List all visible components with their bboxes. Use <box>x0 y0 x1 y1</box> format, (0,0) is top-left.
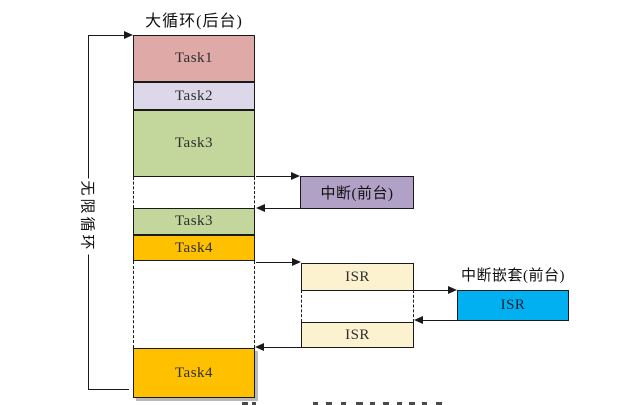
isr-gap-dashed-left <box>301 290 302 322</box>
nested-return-arrowhead-icon <box>414 316 423 324</box>
clipped-caption-mark <box>313 402 318 405</box>
clipped-caption-mark <box>341 402 346 405</box>
clipped-caption-mark <box>252 402 256 405</box>
gap2-dashed-right <box>254 261 255 348</box>
nested-entry-line <box>414 290 452 291</box>
isr-gap-dashed-right <box>413 290 414 322</box>
gap2-dashed-left <box>133 261 134 348</box>
clipped-caption-mark <box>397 402 402 405</box>
clipped-caption-mark <box>326 402 332 405</box>
task4-block: Task4 <box>133 235 255 261</box>
isr-entry-arrowhead-icon <box>292 258 301 266</box>
task3-resume-label: Task3 <box>174 213 214 229</box>
task2-block: Task2 <box>133 82 255 110</box>
gap1-dashed-left <box>133 177 134 208</box>
isr-second-label: ISR <box>345 326 370 343</box>
nested-return-line <box>416 320 457 321</box>
clipped-caption-mark <box>242 402 248 405</box>
task1-block: Task1 <box>133 35 255 82</box>
task2-label: Task2 <box>174 87 214 104</box>
nested-entry-arrowhead-icon <box>448 286 457 294</box>
loop-line-top <box>88 35 126 36</box>
isr-nested-block: ISR <box>457 290 569 321</box>
isr-first-block: ISR <box>301 263 414 291</box>
interrupt-return-arrowhead-icon <box>256 204 265 212</box>
infinite-loop-label: 无限循环 <box>78 178 97 255</box>
isr-entry-line <box>256 262 296 263</box>
isr-return-line <box>257 347 301 348</box>
interrupt-label: 中断(前台) <box>320 186 394 202</box>
task1-label: Task1 <box>174 50 214 66</box>
clipped-caption-mark <box>422 402 427 405</box>
loop-line-bottom <box>88 389 129 390</box>
task3-label: Task3 <box>174 135 214 151</box>
clipped-caption-mark <box>436 402 442 405</box>
clipped-caption-mark <box>409 402 415 405</box>
isr-nested-label: ISR <box>500 297 526 313</box>
loop-arrowhead-icon <box>124 31 133 39</box>
clipped-caption-mark <box>383 402 389 405</box>
clipped-caption-mark <box>370 402 375 405</box>
task4-resume-block: Task4 <box>133 348 255 398</box>
interrupt-entry-arrowhead-icon <box>291 172 300 180</box>
gap1-dashed-right <box>254 177 255 208</box>
interrupt-return-line <box>258 208 301 209</box>
nested-interrupt-caption: 中断嵌套(前台) <box>461 268 565 284</box>
task3-resume-block: Task3 <box>133 208 255 235</box>
isr-return-arrowhead-icon <box>255 343 264 351</box>
task4-resume-label: Task4 <box>174 364 214 381</box>
interrupt-block: 中断(前台) <box>300 176 414 209</box>
task3-block: Task3 <box>133 110 255 177</box>
interrupt-entry-line <box>256 176 296 177</box>
isr-first-label: ISR <box>345 268 370 285</box>
big-loop-title: 大循环(后台) <box>145 13 243 30</box>
task4-label: Task4 <box>174 239 214 256</box>
clipped-caption-mark <box>356 402 363 405</box>
isr-second-block: ISR <box>301 322 414 348</box>
